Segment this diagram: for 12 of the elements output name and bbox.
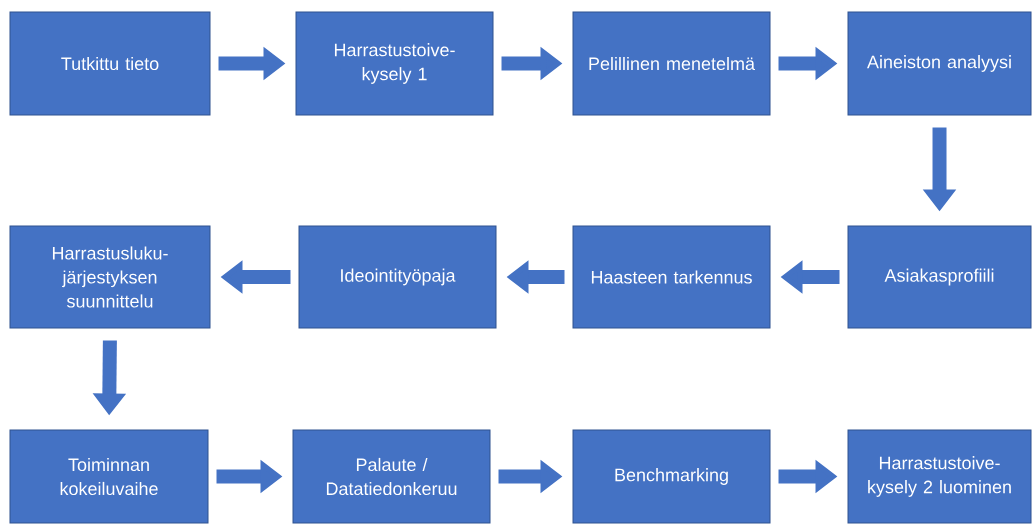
process-box: Benchmarking — [572, 429, 771, 524]
process-box: Harrastusluku-järjestyksen suunnittelu — [9, 225, 211, 329]
process-box: Tutkittu tieto — [9, 11, 211, 116]
process-box: Haasteen tarkennus — [572, 225, 771, 329]
process-box: Harrastustoive-kysely 1 — [295, 11, 494, 116]
process-box: Palaute / Datatiedonkeruu — [292, 429, 491, 524]
process-box: Ideointityöpaja — [298, 225, 497, 329]
process-box: Asiakasprofiili — [847, 225, 1032, 329]
process-box: Aineiston analyysi — [847, 11, 1032, 116]
process-box: Harrastustoive-kysely 2 luominen — [847, 429, 1032, 524]
process-box: Toiminnan kokeiluvaihe — [9, 429, 209, 524]
process-box: Pelillinen menetelmä — [572, 11, 771, 116]
